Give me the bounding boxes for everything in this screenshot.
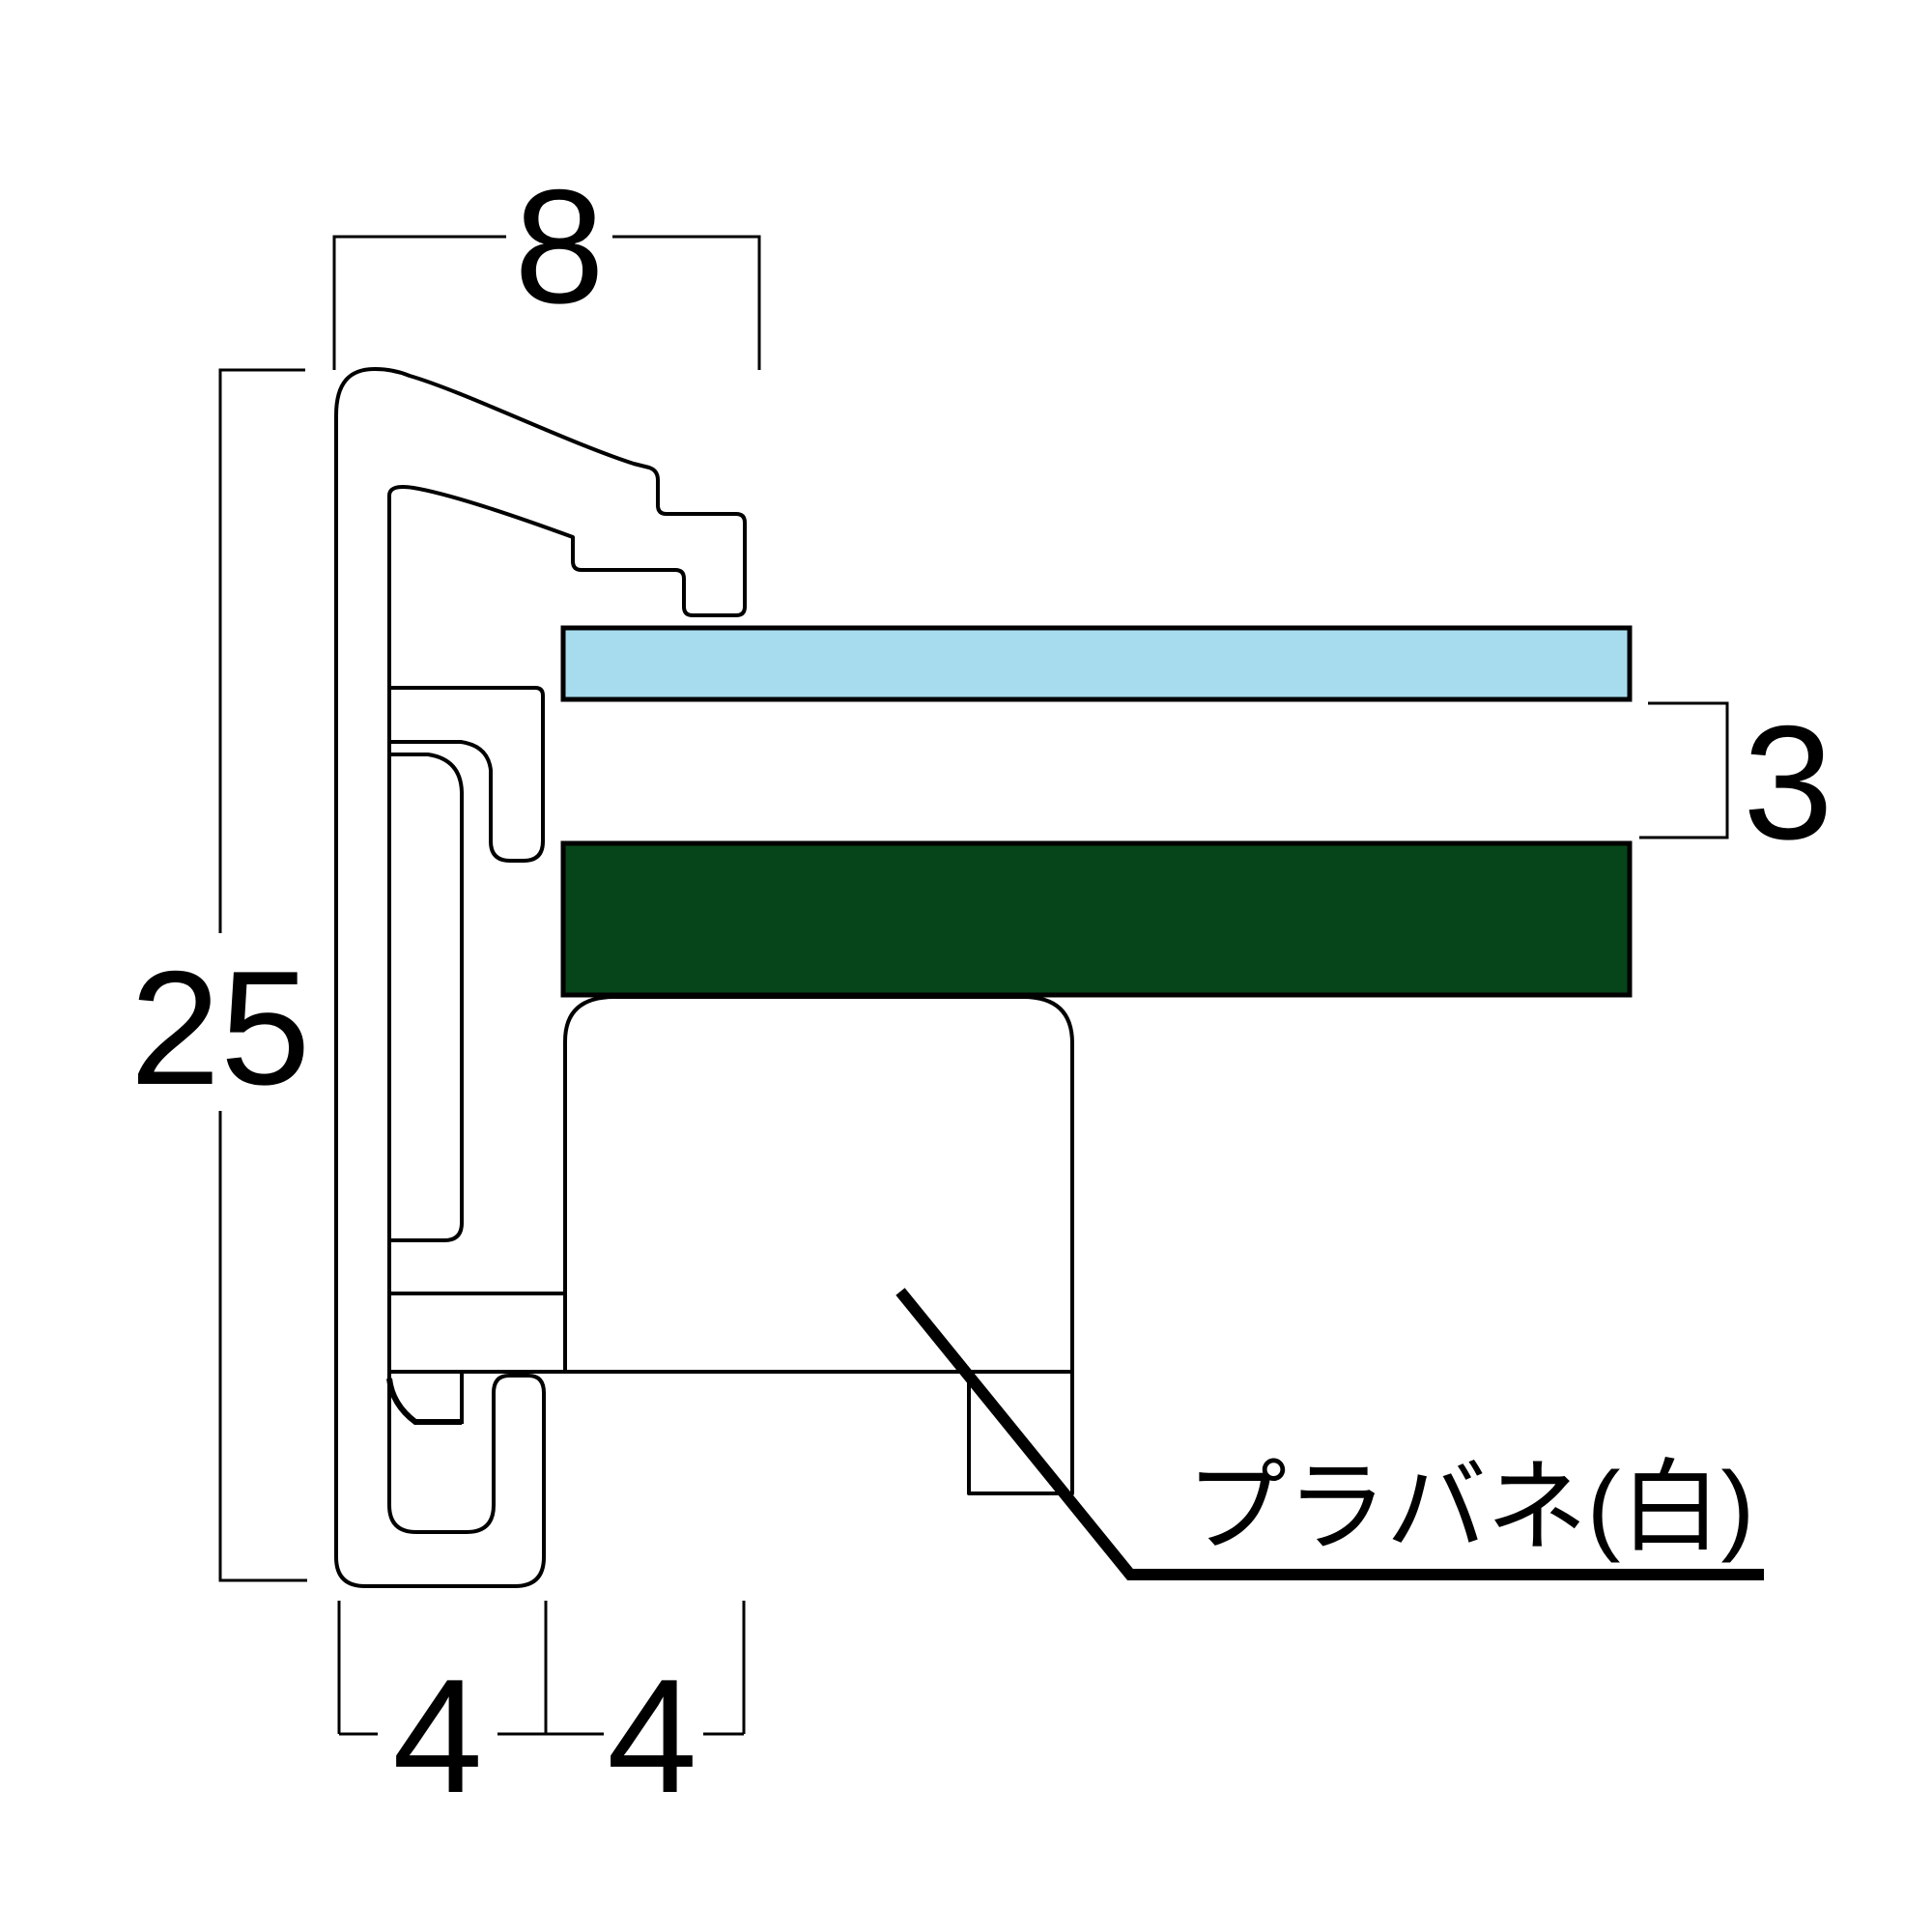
frame-inner-slot (389, 753, 464, 1242)
dimension-bottom-left-label: 4 (392, 1645, 482, 1827)
frame-profile-outline (334, 367, 747, 1588)
dimension-bottom-widths: 4 4 (337, 1601, 746, 1827)
dimension-top-width-label: 8 (514, 156, 604, 337)
dimension-left-height-label: 25 (130, 937, 311, 1119)
frame-glass-shelf-hook (389, 686, 545, 863)
backing-annotation-label: プラバネ(白) (1186, 1452, 1754, 1564)
dimension-bottom-right-label: 4 (607, 1645, 696, 1827)
glazing-sheet (560, 625, 1633, 702)
dimension-right-thickness-lines (1639, 701, 1729, 839)
dimension-right-thickness-label: 3 (1743, 692, 1833, 873)
backing-plate-shape (563, 995, 1074, 1495)
channel-step-fillet (386, 1378, 462, 1425)
dimension-top-width-lines (332, 235, 761, 370)
dimension-bottom-widths-lines (337, 1601, 746, 1736)
leader-line (895, 1288, 1764, 1580)
dimension-right-thickness: 3 (1639, 692, 1833, 873)
dimension-top-width: 8 (332, 156, 761, 370)
dimension-left-height: 25 (130, 368, 311, 1582)
mat-board (560, 840, 1633, 998)
dimension-left-height-lines (218, 368, 307, 1582)
